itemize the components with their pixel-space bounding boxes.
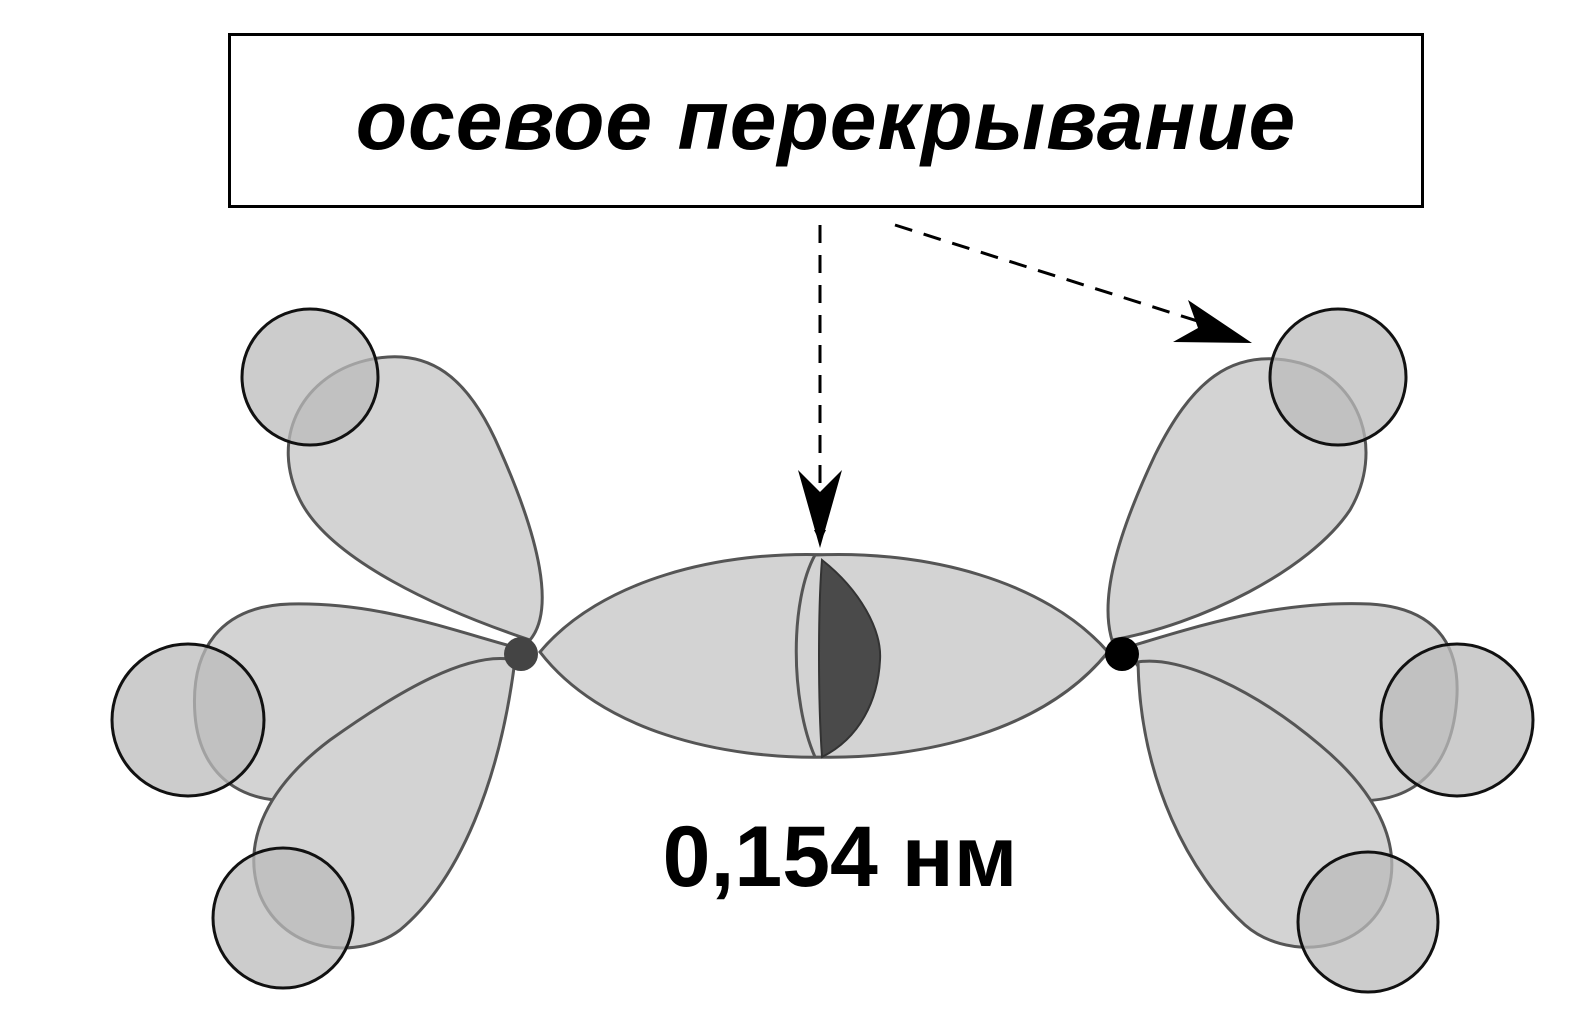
left-carbon-nucleus xyxy=(504,637,538,671)
arrowhead-overlap xyxy=(798,470,842,548)
arrow-to-hydrogen xyxy=(894,223,1211,327)
right-carbon-lobes xyxy=(1106,357,1459,949)
right-hydrogens xyxy=(1268,307,1535,994)
title-box: осевое перекрывание xyxy=(228,33,1424,208)
carbon-carbon-bond xyxy=(538,553,1110,759)
hydrogen-top-left xyxy=(240,307,380,447)
hydrogen-bottom-left xyxy=(211,846,355,990)
hydrogen-bottom-right xyxy=(1296,850,1440,994)
bond-length-label: 0,154 нм xyxy=(662,809,1018,905)
arrowhead-hydrogen xyxy=(1173,300,1252,343)
left-hydrogens xyxy=(110,307,380,990)
hydrogen-top-right xyxy=(1268,307,1408,447)
diagram-title: осевое перекрывание xyxy=(355,73,1297,167)
hydrogen-mid-left xyxy=(110,642,266,798)
right-bond-lobe xyxy=(794,553,1110,759)
right-carbon-nucleus xyxy=(1105,637,1139,671)
hydrogen-mid-right xyxy=(1379,642,1535,798)
overlap-region xyxy=(818,558,882,759)
